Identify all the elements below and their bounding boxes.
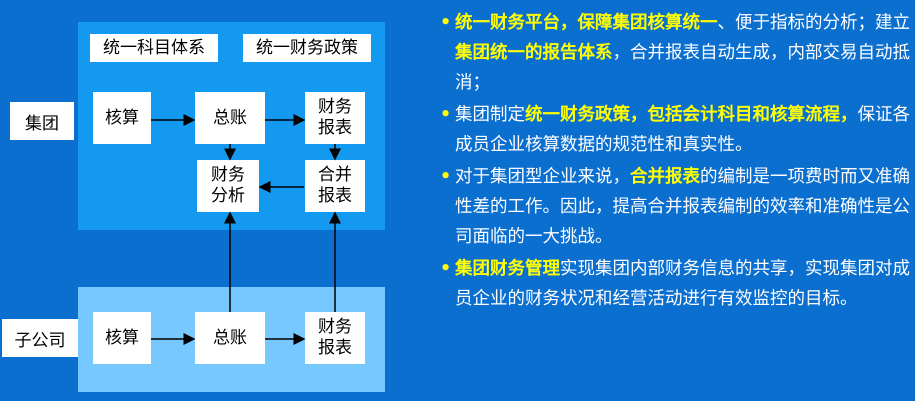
bullet-segment: 的编制是一项费时而又准确性差的工作。因此，提高合并报表编制的效率和准确性是公司面… <box>455 167 910 247</box>
group-reports-node: 财务 报表 <box>305 92 365 144</box>
bullet-segment: 统一财务政策，包括会计科目和核算流程， <box>525 105 858 125</box>
description-list: • 统一财务平台，保障集团核算统一、便于指标的分析；建立集团统一的报告体系，合并… <box>440 8 915 316</box>
bullet-segment: 、便于指标的分析；建立 <box>717 13 911 33</box>
subsidiary-label: 子公司 <box>2 319 78 357</box>
bullet-item: • 对于集团型企业来说，合并报表的编制是一项费时而又准确性差的工作。因此，提高合… <box>440 162 915 252</box>
bullet-dot-icon: • <box>440 105 452 125</box>
bullet-segment: 集团财务管理 <box>455 259 560 279</box>
bullet-segment: ，合并报表自动生成，内部交易自动抵消； <box>455 43 910 93</box>
group-label: 集团 <box>10 102 74 140</box>
bullet-dot-icon: • <box>440 167 452 187</box>
bullet-item: • 统一财务平台，保障集团核算统一、便于指标的分析；建立集团统一的报告体系，合并… <box>440 8 915 98</box>
bullet-segment: 保证各成员企业核算数据的规范性和真实性。 <box>455 105 910 155</box>
bullet-dot-icon: • <box>440 13 452 33</box>
unified-policy-label: 统一财务政策 <box>243 34 371 62</box>
sub-accounting-node: 核算 <box>93 312 151 364</box>
bullet-segment: 合并报表 <box>630 167 700 187</box>
group-consolidated-node: 合并 报表 <box>305 160 365 212</box>
group-analysis-node: 财务 分析 <box>197 160 259 212</box>
sub-ledger-node: 总账 <box>195 312 265 364</box>
bullet-segment: 集团统一的报告体系 <box>455 43 613 63</box>
bullet-segment: 集团制定 <box>455 105 525 125</box>
bullet-item: • 集团财务管理实现集团内部财务信息的共享，实现集团对成员企业的财务状况和经营活… <box>440 254 915 314</box>
bullet-segment: 对于集团型企业来说， <box>455 167 630 187</box>
bullet-dot-icon: • <box>440 259 452 279</box>
bullet-item: • 集团制定统一财务政策，包括会计科目和核算流程，保证各成员企业核算数据的规范性… <box>440 100 915 160</box>
unified-accounts-label: 统一科目体系 <box>90 34 218 62</box>
group-accounting-node: 核算 <box>93 92 151 144</box>
bullet-segment: 统一财务平台，保障集团核算统一 <box>455 13 718 33</box>
sub-reports-node: 财务 报表 <box>305 312 365 364</box>
group-ledger-node: 总账 <box>195 92 265 144</box>
bullet-segment: 实现集团内部财务信息的共享，实现集团对成员企业的财务状况和经营活动进行有效监控的… <box>455 259 910 309</box>
